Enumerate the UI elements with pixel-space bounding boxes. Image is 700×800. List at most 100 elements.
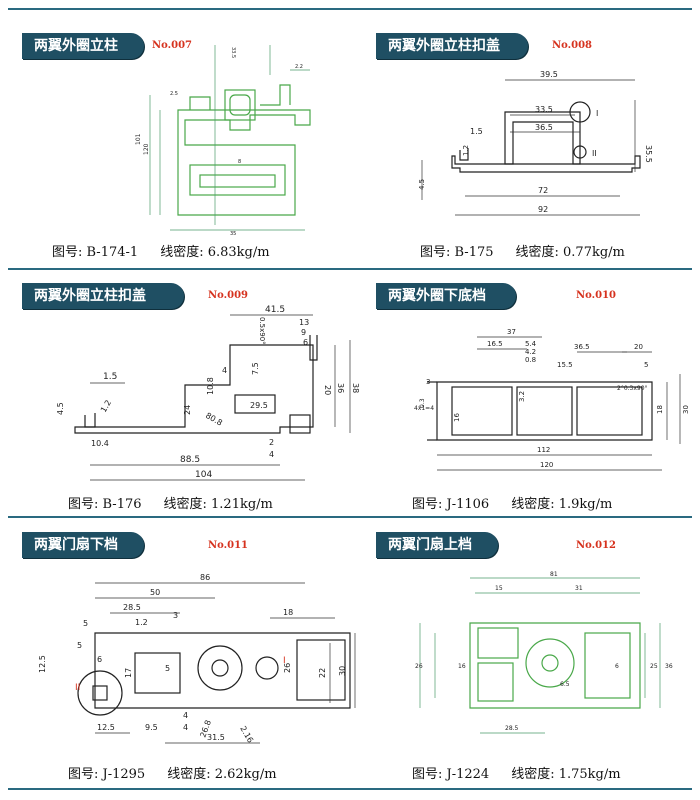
panel-010-caption: 图号: J-1106 线密度: 1.9kg/m [412, 493, 612, 512]
panel-009-number: No.009 [208, 290, 248, 301]
figure-number: 图号: B-174-1 [52, 245, 139, 260]
dim-80-8: 80.8 [204, 411, 224, 428]
dim-3: 3 [173, 611, 178, 620]
panel-011-number: No.011 [208, 540, 248, 551]
dim-120: 120 [540, 461, 553, 469]
dim-0-8: 0.8 [525, 356, 536, 364]
dim-35-5: 35.5 [644, 145, 653, 163]
dim-22: 22 [318, 668, 327, 678]
panel-007-title: 两翼外圈立柱 [22, 33, 144, 59]
dim-120: 120 [143, 143, 150, 155]
dim-17: 17 [124, 668, 133, 678]
dim-28-5: 28.5 [505, 725, 519, 732]
figure-number: 图号: J-1106 [412, 497, 490, 512]
panel-007-caption: 图号: B-174-1 线密度: 6.83kg/m [52, 241, 270, 260]
dim-37: 37 [507, 328, 516, 336]
profile-drawing-b176: 41.5 13 9 6 0.5x90° 7.5 20 36 38 4 10.8 … [56, 305, 360, 481]
dim-18: 18 [656, 405, 664, 414]
top-rule [8, 8, 692, 10]
dim-13: 13 [299, 318, 309, 327]
dim-2: 2 [269, 438, 274, 447]
divider-row-2 [8, 516, 692, 518]
dim-4b: 4 [269, 450, 274, 459]
dim-10-8: 10.8 [206, 377, 215, 395]
dim-26: 26 [415, 663, 423, 670]
dim-2-2: 2.2 [295, 64, 303, 70]
dim-86: 86 [200, 573, 210, 582]
dim-31: 31 [575, 585, 583, 592]
dim-35: 35 [230, 231, 236, 237]
dim-20: 20 [634, 343, 643, 351]
dim-20: 20 [323, 385, 332, 395]
dim-4x1: 4x1=4 [414, 405, 434, 412]
panel-008-number: No.008 [552, 40, 592, 51]
dim-30: 30 [682, 405, 690, 414]
dim-104: 104 [195, 470, 212, 480]
profile-drawing-j1106: 37 16.5 5.4 4.2 0.8 36.5 20 15.5 5 3.2 2… [414, 328, 690, 471]
dim-6: 6 [97, 655, 102, 664]
linear-density: 线密度: 1.21kg/m [163, 497, 273, 512]
profile-drawing-j1224: 81 15 31 16 26 25 36 28.5 6 6.5 [415, 571, 673, 734]
dim-4b: 4 [183, 723, 188, 732]
dim-36-5: 36.5 [574, 343, 590, 351]
linear-density: 线密度: 2.62kg/m [167, 767, 277, 782]
figure-number: 图号: B-176 [68, 497, 142, 512]
dim-30: 30 [338, 666, 347, 676]
profile-drawing-j1295: 86 50 28.5 3 18 1.2 5 5 6 12.5 17 5 26 2… [38, 573, 356, 744]
dim-6-5: 6.5 [560, 681, 570, 688]
panel-007-number: No.007 [152, 40, 192, 51]
panel-010-title: 两翼外圈下底档 [376, 283, 516, 309]
dim-4: 4 [222, 366, 227, 375]
dim-50: 50 [150, 588, 160, 597]
dim-38: 38 [351, 383, 360, 393]
dim-5a: 5 [83, 619, 88, 628]
dim-16: 16 [453, 413, 461, 422]
dim-72: 72 [538, 186, 548, 195]
dim-5c: 5 [165, 664, 170, 673]
profile-drawing-b175: 39.5 33.5 36.5 72 92 1.5 1.2 35.5 4.5 I … [418, 70, 653, 216]
dim-16: 16 [458, 663, 466, 670]
profile-drawing-b174: 101 120 33.5 35 2.2 2.5 8 [135, 45, 311, 237]
linear-density: 线密度: 6.83kg/m [160, 245, 270, 260]
dim-16-5: 16.5 [487, 340, 503, 348]
dim-24: 24 [183, 405, 192, 415]
dim-33-5: 33.5 [535, 105, 553, 114]
bottom-rule [8, 788, 692, 790]
dim-4a: 4 [183, 711, 188, 720]
panel-009-title: 两翼外圈立柱扣盖 [22, 283, 184, 309]
dim-4-5: 4.5 [418, 179, 426, 190]
dim-10-4: 10.4 [91, 439, 109, 448]
dim-0-3: 0.3 [419, 398, 426, 408]
dim-41-5: 41.5 [265, 305, 285, 315]
dim-18: 18 [283, 608, 293, 617]
dim-1-2: 1.2 [462, 145, 470, 156]
dim-5: 5 [644, 361, 648, 369]
dim-2-5: 2.5 [170, 91, 178, 97]
dim-9-5: 9.5 [145, 723, 158, 732]
dim-28-5: 28.5 [123, 603, 141, 612]
dim-1-2: 1.2 [135, 618, 148, 627]
dim-36: 36 [336, 383, 345, 393]
dim-15-5: 15.5 [557, 361, 573, 369]
dim-101: 101 [135, 133, 142, 145]
dim-9: 9 [301, 328, 306, 337]
label-II: II [592, 149, 597, 158]
dim-6: 6 [615, 663, 619, 670]
panel-012-title: 两翼门扇上档 [376, 532, 498, 558]
dim-31-5: 31.5 [207, 733, 225, 742]
dim-25: 25 [650, 663, 658, 670]
dim-36-5: 36.5 [535, 123, 553, 132]
dim-81: 81 [550, 571, 558, 578]
dim-1-5: 1.5 [470, 127, 483, 136]
linear-density: 线密度: 1.9kg/m [511, 497, 613, 512]
dim-33-5: 33.5 [230, 47, 236, 58]
label-II: II [75, 683, 80, 693]
dim-88-5: 88.5 [180, 455, 200, 465]
figure-number: 图号: B-175 [420, 245, 494, 260]
dim-1-2: 1.2 [99, 398, 113, 414]
dim-chamfer: 2°0.3x90° [617, 385, 648, 392]
panel-012-number: No.012 [576, 540, 616, 551]
